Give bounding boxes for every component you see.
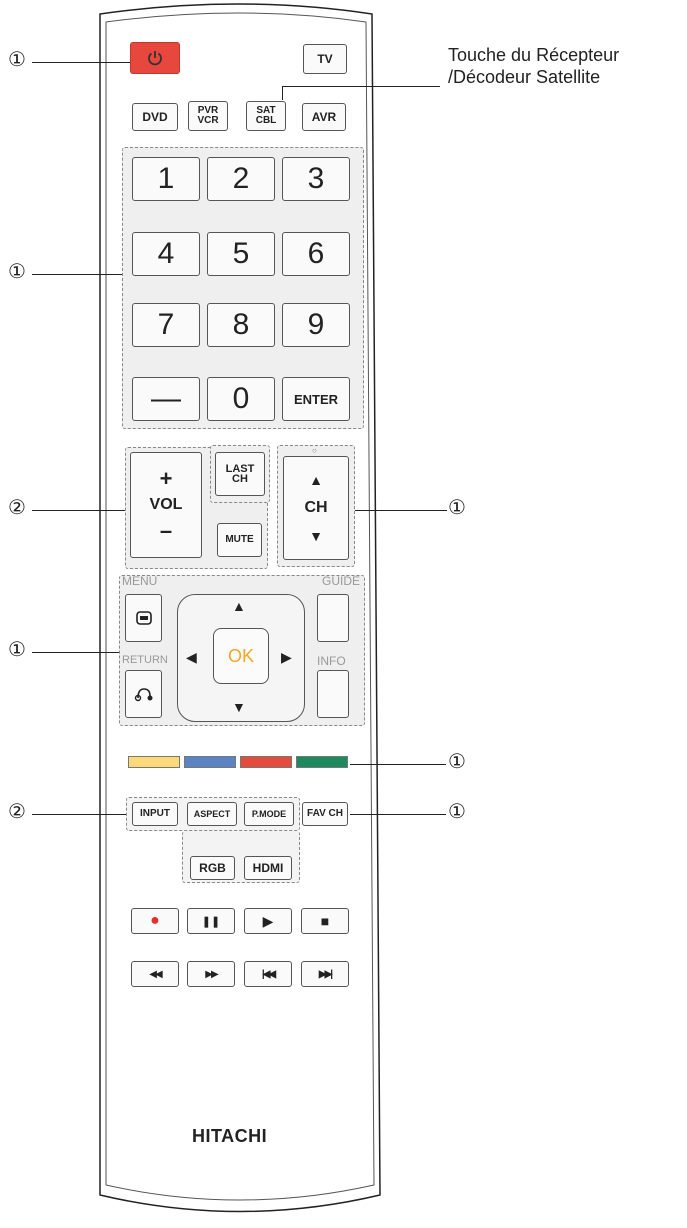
- fav-ch-button[interactable]: FAV CH: [302, 802, 348, 826]
- callout-channel-line: [355, 510, 447, 511]
- power-icon: [148, 51, 162, 66]
- callout-power: ①: [8, 49, 26, 71]
- num-2-button[interactable]: 2: [207, 157, 275, 201]
- blue-key[interactable]: [184, 756, 236, 768]
- hdmi-button[interactable]: HDMI: [244, 856, 292, 880]
- num-1-button[interactable]: 1: [132, 157, 200, 201]
- satellite-key-annotation: Touche du Récepteur /Décodeur Satellite: [448, 44, 619, 88]
- input-button[interactable]: INPUT: [132, 802, 178, 826]
- record-button[interactable]: ●: [131, 908, 179, 934]
- pmode-button[interactable]: P.MODE: [244, 802, 294, 826]
- num-0-button[interactable]: 0: [207, 377, 275, 421]
- num-6-button[interactable]: 6: [282, 232, 350, 276]
- volume-down-label: –: [159, 518, 173, 543]
- sat-label: SAT: [256, 105, 276, 116]
- ch-label: CH: [232, 473, 248, 485]
- vcr-label: VCR: [197, 115, 219, 126]
- guide-button[interactable]: [317, 594, 349, 642]
- callout-color-keys: ①: [448, 751, 466, 773]
- red-key[interactable]: [240, 756, 292, 768]
- return-label: RETURN: [122, 654, 168, 666]
- channel-down-icon: ▼: [309, 528, 323, 544]
- callout-navigation: ①: [8, 639, 26, 661]
- sat-cbl-button[interactable]: SAT CBL: [246, 101, 286, 131]
- callout-color-keys-line: [350, 764, 446, 765]
- callout-power-line: [32, 62, 130, 63]
- dpad-up-icon[interactable]: ▲: [232, 598, 246, 614]
- green-key[interactable]: [296, 756, 348, 768]
- num-4-button[interactable]: 4: [132, 232, 200, 276]
- brand-logo: HITACHI: [192, 1126, 268, 1146]
- volume-label: VOL: [149, 496, 183, 513]
- dvd-button[interactable]: DVD: [132, 103, 178, 131]
- callout-input-group-line: [32, 814, 126, 815]
- annotation-line-2: /Décodeur Satellite: [448, 67, 601, 87]
- callout-channel: ①: [448, 497, 466, 519]
- ok-button[interactable]: OK: [213, 628, 269, 684]
- callout-volume: ②: [8, 497, 26, 519]
- callout-numpad: ①: [8, 261, 26, 283]
- rewind-button[interactable]: ◀◀: [131, 961, 179, 987]
- dpad-right-icon[interactable]: ▶: [281, 649, 292, 665]
- annotation-leader-drop: [282, 86, 283, 100]
- annotation-line-1: Touche du Récepteur: [448, 45, 620, 65]
- num-7-button[interactable]: 7: [132, 303, 200, 347]
- dpad-down-icon[interactable]: ▼: [232, 699, 246, 715]
- stop-button[interactable]: ■: [301, 908, 349, 934]
- enter-button[interactable]: ENTER: [282, 377, 350, 421]
- menu-icon: [135, 611, 152, 625]
- info-label: INFO: [317, 654, 346, 668]
- info-button[interactable]: [317, 670, 349, 718]
- callout-numpad-line: [32, 274, 122, 275]
- num-3-button[interactable]: 3: [282, 157, 350, 201]
- callout-input-group: ②: [8, 801, 26, 823]
- last-ch-button[interactable]: LAST CH: [215, 452, 265, 496]
- dpad-left-icon[interactable]: ◀: [186, 649, 197, 665]
- avr-button[interactable]: AVR: [302, 103, 346, 131]
- play-button[interactable]: ▶: [244, 908, 292, 934]
- return-button[interactable]: [125, 670, 162, 718]
- cbl-label: CBL: [255, 115, 277, 126]
- next-button[interactable]: ▶▶|: [301, 961, 349, 987]
- aspect-button[interactable]: ASPECT: [187, 802, 237, 826]
- dash-button[interactable]: —: [132, 377, 200, 421]
- channel-up-icon: ▲: [309, 472, 323, 488]
- num-9-button[interactable]: 9: [282, 303, 350, 347]
- channel-rocker[interactable]: ▲ CH ▼: [283, 456, 349, 560]
- menu-label: MENU: [122, 574, 158, 588]
- callout-volume-line: [32, 510, 126, 511]
- channel-indicator-dot: ○: [312, 446, 317, 455]
- callout-fav-ch: ①: [448, 801, 466, 823]
- rgb-button[interactable]: RGB: [190, 856, 235, 880]
- callout-fav-ch-line: [350, 814, 446, 815]
- num-5-button[interactable]: 5: [207, 232, 275, 276]
- power-button[interactable]: [130, 42, 180, 74]
- annotation-leader-line: [282, 86, 440, 87]
- yellow-key[interactable]: [128, 756, 180, 768]
- menu-button[interactable]: [125, 594, 162, 642]
- volume-up-label: +: [159, 466, 173, 491]
- callout-navigation-line: [32, 652, 120, 653]
- guide-label: GUIDE: [322, 574, 361, 588]
- tv-button[interactable]: TV: [303, 44, 347, 74]
- last-label: LAST: [225, 463, 255, 475]
- mute-button[interactable]: MUTE: [217, 523, 262, 557]
- pvr-vcr-button[interactable]: PVR VCR: [188, 101, 228, 131]
- return-icon: [134, 688, 152, 702]
- channel-label: CH: [304, 499, 328, 516]
- previous-button[interactable]: |◀◀: [244, 961, 292, 987]
- num-8-button[interactable]: 8: [207, 303, 275, 347]
- pvr-label: PVR: [197, 105, 219, 116]
- volume-rocker[interactable]: + VOL –: [130, 452, 202, 558]
- pause-button[interactable]: ❚❚: [187, 908, 235, 934]
- fast-forward-button[interactable]: ▶▶: [187, 961, 235, 987]
